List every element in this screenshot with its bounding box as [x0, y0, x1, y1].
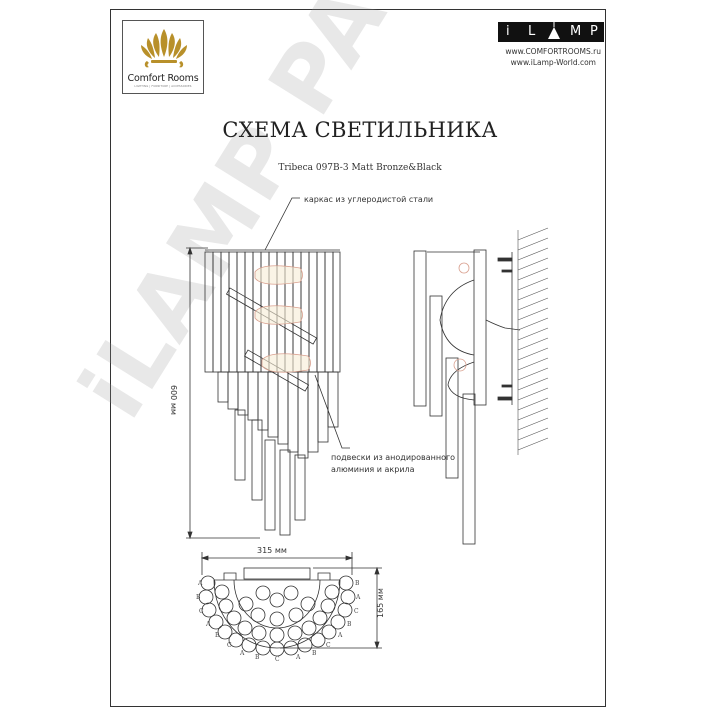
ilamp-letter: i: [506, 24, 510, 39]
page-title: СХЕМА СВЕТИЛЬНИКА: [222, 118, 498, 142]
svg-text:A: A: [337, 632, 343, 639]
comfort-rooms-name: Comfort Rooms: [127, 73, 199, 84]
svg-text:C: C: [326, 642, 331, 649]
front-view-bars: [204, 251, 341, 536]
annotation-pendants-1: подвески из анодированного: [331, 453, 456, 462]
svg-text:B: B: [215, 632, 220, 639]
leader-line-frame: [264, 197, 300, 251]
svg-text:B: B: [255, 654, 260, 661]
svg-text:C: C: [275, 656, 280, 663]
svg-text:C: C: [227, 642, 232, 649]
lamp-shade-icon: [548, 22, 560, 39]
crown-feather-icon: [141, 29, 187, 68]
dimension-width: 315 мм: [257, 546, 287, 555]
svg-text:C: C: [199, 608, 204, 615]
svg-text:B: B: [196, 594, 201, 601]
annotation-pendants-2: алюминия и акрила: [331, 465, 415, 474]
ilamp-letter: P: [590, 24, 598, 39]
comfort-rooms-logo: Comfort Rooms LIGHTING | FURNITURE | ACC…: [122, 20, 204, 94]
leader-line-pendants: [314, 374, 350, 449]
ilamp-letter: M: [570, 24, 582, 39]
url-comfortrooms[interactable]: www.COMFORTROOMS.ru: [505, 47, 601, 56]
wall-hatch: [517, 227, 549, 455]
svg-text:C: C: [354, 608, 359, 615]
svg-text:B: B: [347, 621, 352, 628]
svg-text:A: A: [205, 621, 211, 628]
svg-text:A: A: [197, 580, 203, 587]
url-ilamp[interactable]: www.iLamp-World.com: [510, 58, 596, 67]
svg-text:B: B: [355, 580, 360, 587]
comfort-rooms-tagline: LIGHTING | FURNITURE | ACCESSORIES: [134, 85, 192, 88]
svg-text:A: A: [239, 650, 245, 657]
page-frame: [110, 9, 606, 707]
svg-text:A: A: [295, 654, 301, 661]
side-view: [413, 249, 521, 545]
annotation-frame: каркас из углеродистой стали: [304, 195, 434, 204]
svg-text:B: B: [312, 650, 317, 657]
ilamp-logo: i L M P: [498, 22, 604, 42]
bulb-outlines: [254, 265, 311, 373]
product-name: Tribeca 097B-3 Matt Bronze&Black: [278, 163, 442, 173]
svg-text:A: A: [355, 594, 361, 601]
top-view: [198, 552, 382, 657]
ilamp-letter: L: [528, 24, 536, 39]
crystal-circles: [198, 575, 356, 657]
